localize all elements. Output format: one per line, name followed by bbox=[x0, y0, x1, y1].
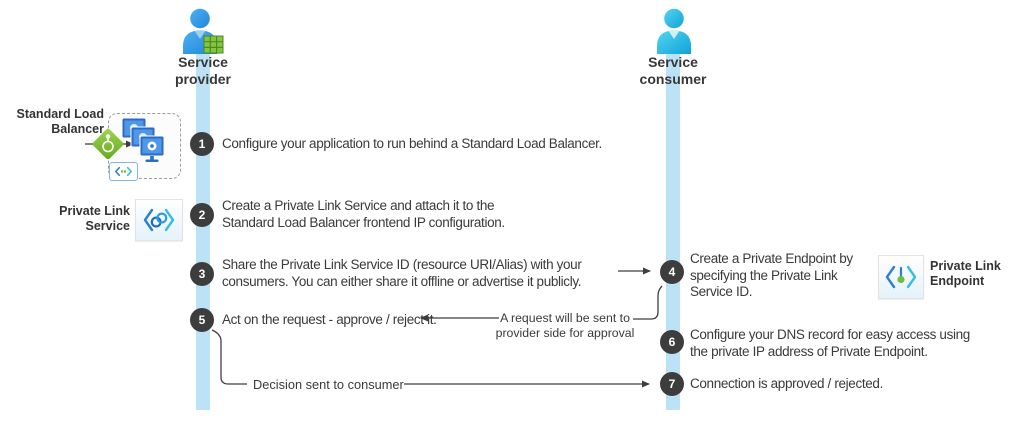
service-consumer-label-line2: consumer bbox=[639, 71, 707, 87]
request-note-line1: A request will be sent to bbox=[500, 311, 630, 325]
request-note-line2: provider side for approval bbox=[495, 326, 635, 340]
step-5-text: Act on the request - approve / reject it… bbox=[222, 312, 437, 329]
step-4-marker: 4 bbox=[660, 260, 684, 284]
step-6-line1: Configure your DNS record for easy acces… bbox=[690, 327, 970, 342]
service-provider-label: Service provider bbox=[146, 54, 260, 88]
slb-label-line2: Balancer bbox=[51, 121, 104, 136]
grid-icon bbox=[203, 35, 224, 54]
step-4-line3: Service ID. bbox=[690, 284, 753, 299]
step-6-marker: 6 bbox=[660, 330, 684, 354]
step-4-line1: Create a Private Endpoint by bbox=[690, 251, 853, 266]
step-7-marker: 7 bbox=[660, 372, 684, 396]
service-consumer-label: Service consumer bbox=[616, 54, 730, 88]
pls-label-line1: Private Link bbox=[59, 204, 130, 218]
step-5-line1: Act on the request - approve / reject it… bbox=[222, 312, 437, 327]
private-link-service-icon bbox=[135, 199, 183, 241]
step-1-text: Configure your application to run behind… bbox=[222, 136, 602, 153]
slb-label-line1: Standard Load bbox=[16, 107, 104, 121]
load-balancer-icon bbox=[92, 128, 124, 160]
private-link-service-label: Private Link Service bbox=[30, 204, 130, 233]
ple-label-line2: Endpoint bbox=[930, 274, 985, 288]
step-3-line2: consumers. You can either share it offli… bbox=[222, 273, 582, 289]
step-1-line1: Configure your application to run behind… bbox=[222, 136, 602, 151]
service-provider-person-icon bbox=[183, 8, 224, 54]
request-note: A request will be sent to provider side … bbox=[485, 311, 645, 341]
pls-label-line2: Service bbox=[85, 218, 130, 233]
service-consumer-person-icon bbox=[657, 8, 691, 54]
step-2-marker: 2 bbox=[190, 203, 214, 227]
step-5-marker: 5 bbox=[190, 308, 214, 332]
step-6-text: Configure your DNS record for easy acces… bbox=[690, 327, 970, 360]
step-7-line1: Connection is approved / rejected. bbox=[690, 376, 883, 391]
step-3-marker: 3 bbox=[190, 262, 214, 286]
elbow-step5-to-decision-line bbox=[211, 329, 247, 385]
step-4-line2: specifying the Private Link bbox=[690, 267, 838, 283]
service-provider-label-line2: provider bbox=[174, 71, 231, 87]
step-2-line1: Create a Private Link Service and attach… bbox=[222, 198, 495, 213]
private-link-mini-icon bbox=[109, 162, 138, 181]
consumer-timeline bbox=[666, 36, 680, 410]
step-3-text: Share the Private Link Service ID (resou… bbox=[222, 257, 582, 290]
decision-note: Decision sent to consumer bbox=[253, 377, 404, 392]
step-2-text: Create a Private Link Service and attach… bbox=[222, 198, 505, 231]
private-link-endpoint-icon bbox=[878, 255, 924, 299]
private-link-endpoint-label: Private Link Endpoint bbox=[930, 259, 1001, 289]
step-2-line2: Standard Load Balancer frontend IP confi… bbox=[222, 214, 505, 230]
standard-load-balancer-label: Standard Load Balancer bbox=[6, 107, 104, 136]
ple-label-line1: Private Link bbox=[930, 259, 1001, 273]
step-6-line2: the private IP address of Private Endpoi… bbox=[690, 343, 928, 359]
step-3-line1: Share the Private Link Service ID (resou… bbox=[222, 257, 582, 272]
service-provider-label-line1: Service bbox=[178, 54, 228, 70]
virtual-machines-icon bbox=[121, 117, 165, 162]
step-4-text: Create a Private Endpoint by specifying … bbox=[690, 251, 853, 301]
step-1-marker: 1 bbox=[190, 132, 214, 156]
service-consumer-label-line1: Service bbox=[648, 54, 698, 70]
step-7-text: Connection is approved / rejected. bbox=[690, 376, 883, 393]
